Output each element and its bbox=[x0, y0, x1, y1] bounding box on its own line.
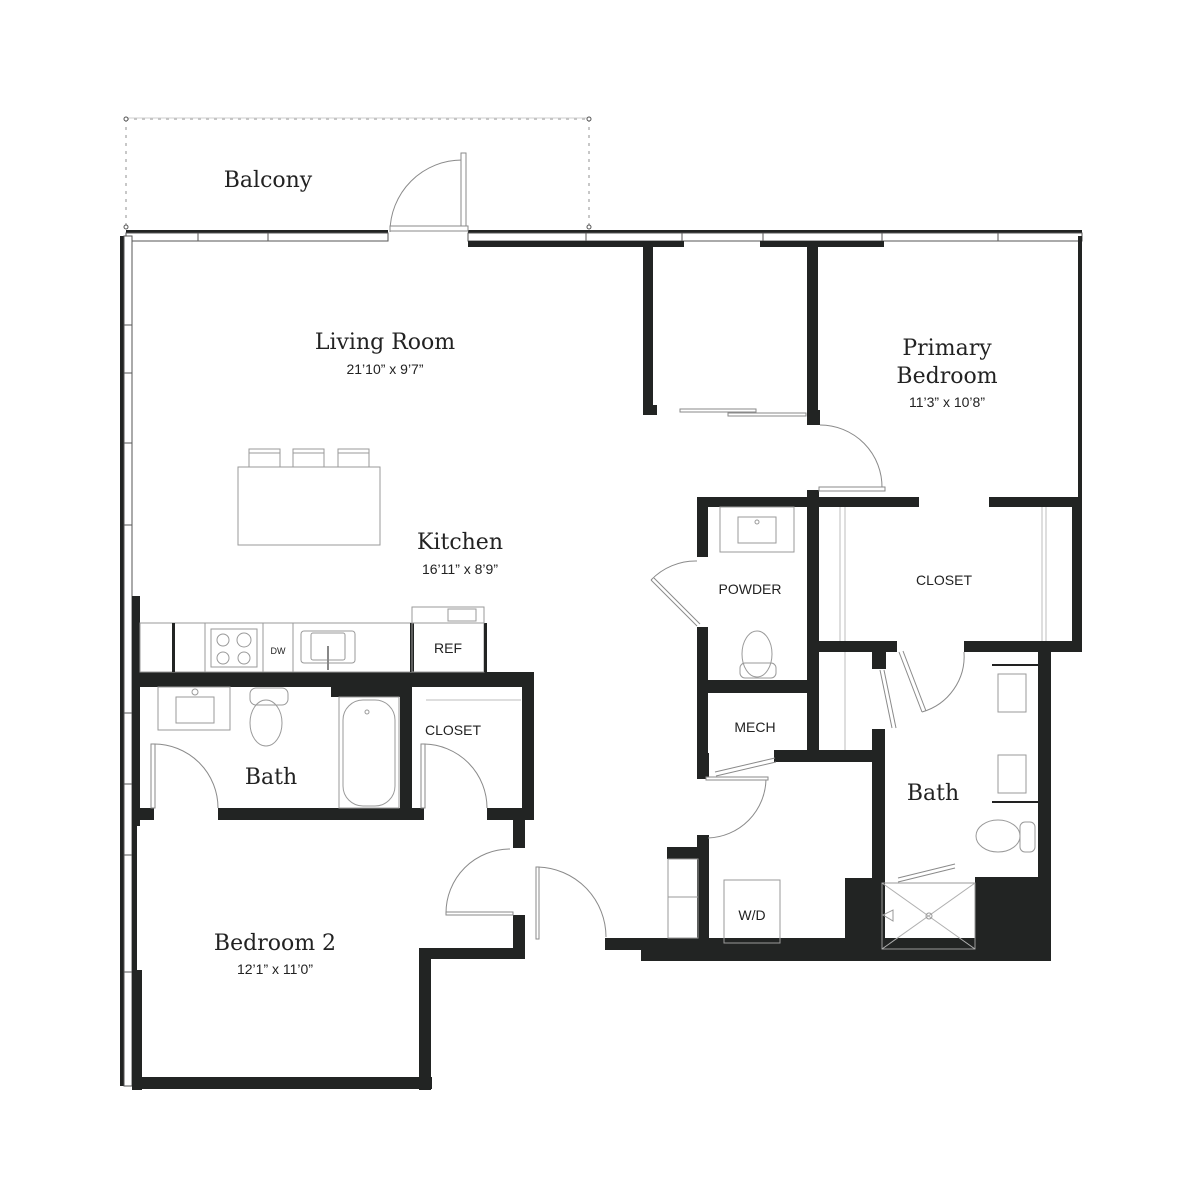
hall-bath-label: Bath bbox=[245, 765, 297, 790]
powder-door[interactable] bbox=[650, 560, 701, 627]
kitchen-label: Kitchen bbox=[417, 530, 503, 555]
powder-label: POWDER bbox=[719, 581, 782, 597]
kitchen-counter: DW bbox=[139, 622, 414, 673]
laundry-door[interactable] bbox=[705, 776, 769, 839]
bedroom-2-label: Bedroom 2 bbox=[214, 931, 336, 956]
primary-bedroom-label-line1: Primary bbox=[902, 336, 992, 361]
balcony-label: Balcony bbox=[224, 168, 313, 193]
washer-dryer: W/D bbox=[667, 858, 781, 944]
living-room-dimensions: 21’10” x 9’7” bbox=[346, 361, 423, 377]
bedroom-2-dimensions: 12’1” x 11’0” bbox=[237, 961, 313, 977]
kitchen-dimensions: 16’11” x 8’9” bbox=[422, 561, 498, 577]
hall-bath-door[interactable] bbox=[150, 743, 219, 809]
refrigerator: REF bbox=[411, 606, 487, 673]
mech-door[interactable] bbox=[714, 757, 777, 777]
closet-shelves bbox=[426, 507, 1047, 750]
wd-label: W/D bbox=[738, 907, 765, 923]
hall-bath-fixtures bbox=[157, 686, 400, 809]
shower-door[interactable] bbox=[897, 863, 956, 883]
balcony-railing bbox=[123, 116, 592, 230]
mech-label: MECH bbox=[734, 719, 775, 735]
hall-closet-door[interactable] bbox=[420, 743, 488, 809]
hall-closet-label: CLOSET bbox=[425, 722, 481, 738]
primary-bedroom-door[interactable] bbox=[818, 424, 886, 492]
closet-sliding-doors[interactable] bbox=[679, 408, 807, 417]
powder-fixtures bbox=[719, 506, 795, 679]
primary-closet-label: CLOSET bbox=[916, 572, 972, 588]
primary-bath-label: Bath bbox=[907, 781, 959, 806]
stove-icon bbox=[210, 628, 258, 668]
walls bbox=[132, 241, 1082, 1090]
kitchen-sink-icon bbox=[300, 630, 356, 670]
ref-label: REF bbox=[434, 640, 462, 656]
primary-bath-fixtures bbox=[881, 664, 1038, 950]
balcony-door[interactable] bbox=[389, 152, 469, 233]
kitchen-island bbox=[237, 448, 381, 546]
dishwasher-label: DW bbox=[271, 646, 286, 656]
living-room-label: Living Room bbox=[315, 330, 455, 355]
primary-bedroom-dimensions: 11’3” x 10’8” bbox=[909, 394, 985, 410]
bedroom-2-door[interactable] bbox=[445, 848, 514, 916]
walkin-closet-doors[interactable] bbox=[879, 650, 965, 729]
hall-door[interactable] bbox=[535, 866, 607, 940]
primary-bedroom-label-line2: Bedroom bbox=[896, 364, 997, 389]
